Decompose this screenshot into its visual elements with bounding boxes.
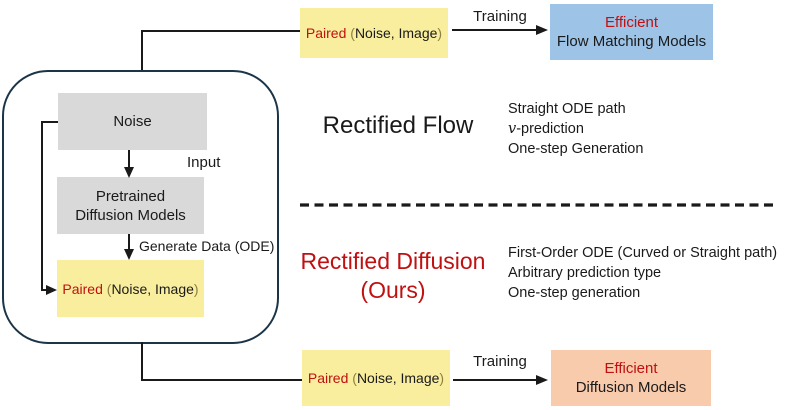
paren-open: ( <box>352 370 357 386</box>
training-arrowhead-bottom-icon <box>536 375 548 385</box>
paired-inner-text: Noise, Image <box>354 25 438 41</box>
paren-close: ) <box>439 370 445 386</box>
training-label-top: Training <box>473 8 527 25</box>
pretrained-diffusion-box: Pretrained Diffusion Models <box>57 177 204 234</box>
training-label-bottom: Training <box>473 353 527 370</box>
rectified-diffusion-line1: Rectified Diffusion <box>300 248 486 274</box>
flow-matching-models-label: Flow Matching Models <box>556 33 707 50</box>
rectified-diffusion-line2: (Ours) <box>360 277 426 303</box>
paired-word: Paired <box>305 25 347 41</box>
paired-box-bottom: Paired (Noise, Image) <box>302 350 450 406</box>
rectified-diffusion-title: Rectified Diffusion (Ours) <box>283 247 503 305</box>
bullet-v-prediction: v-prediction <box>508 121 584 137</box>
bullet-one-step-generation: One-step generation <box>508 285 641 301</box>
paired-box-top: Paired (Noise, Image) <box>300 8 448 58</box>
paren-close: ) <box>437 25 443 41</box>
connector-container-to-top-paired <box>141 30 300 70</box>
noise-label: Noise <box>113 113 152 130</box>
pretrained-label-line2: Diffusion Models <box>75 206 186 224</box>
training-arrowhead-top-icon <box>536 25 548 35</box>
pretrained-label-line1: Pretrained <box>95 187 166 205</box>
bullet-straight-ode: Straight ODE path <box>508 101 626 117</box>
paren-close: ) <box>193 280 199 297</box>
rectified-flow-bullets: Straight ODE path v-prediction One-step … <box>508 99 643 159</box>
diffusion-models-box: Efficient Diffusion Models <box>551 350 711 406</box>
generate-data-label: Generate Data (ODE) <box>139 238 275 254</box>
rectified-diffusion-bullets: First-Order ODE (Curved or Straight path… <box>508 243 777 303</box>
v-symbol: v <box>508 121 517 137</box>
bullet-arbitrary-prediction: Arbitrary prediction type <box>508 265 662 281</box>
paired-box-inner: Paired (Noise, Image) <box>57 260 204 317</box>
efficient-label: Efficient <box>604 14 659 31</box>
paired-word: Paired <box>307 370 349 386</box>
paired-word: Paired <box>62 280 103 297</box>
input-label: Input <box>187 154 221 171</box>
noise-box: Noise <box>58 93 207 150</box>
paren-open: ( <box>106 280 112 297</box>
rectified-flow-title: Rectified Flow <box>322 112 474 139</box>
bullet-first-order-ode: First-Order ODE (Curved or Straight path… <box>508 245 778 261</box>
bullet-one-step-generation: One-step Generation <box>508 141 644 157</box>
paired-inner-text: Noise, Image <box>356 370 440 386</box>
flow-matching-models-box: Efficient Flow Matching Models <box>550 4 713 60</box>
diffusion-models-label: Diffusion Models <box>575 379 687 396</box>
paren-open: ( <box>350 25 355 41</box>
paired-inner-text: Noise, Image <box>111 280 194 297</box>
connector-container-to-bottom-paired <box>141 342 302 381</box>
efficient-label: Efficient <box>604 360 658 377</box>
